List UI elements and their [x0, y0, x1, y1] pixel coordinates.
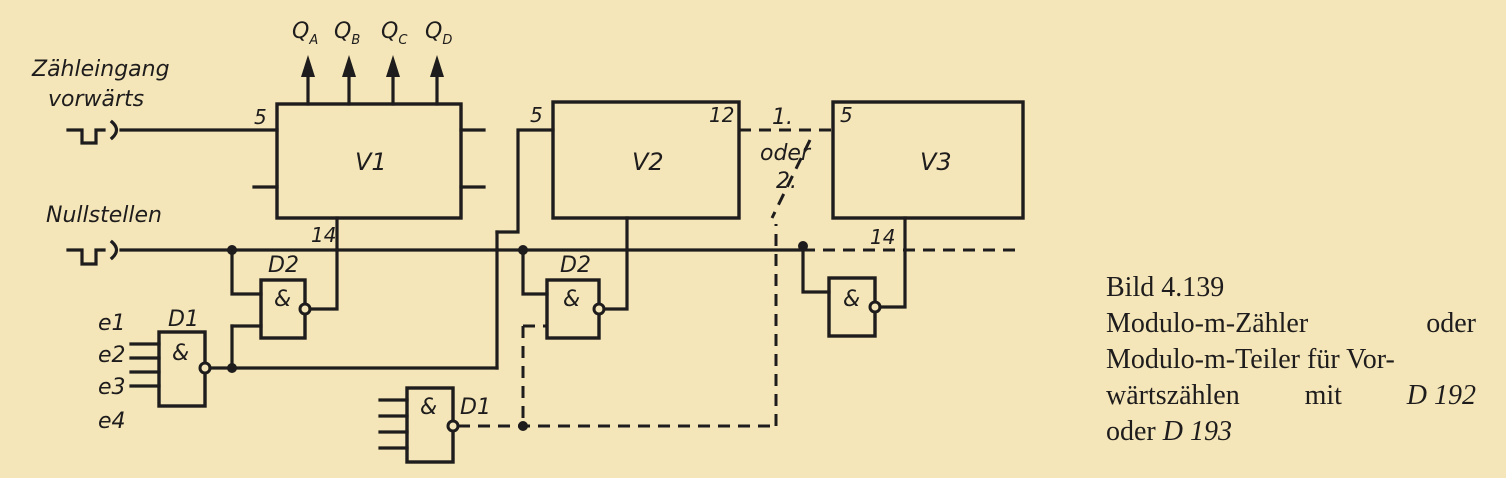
- caption-line4: wärtszählen mit D 192: [1106, 380, 1476, 411]
- v1-pin-5: 5: [254, 105, 267, 129]
- gate-label-d1-bottom: D1: [460, 395, 491, 420]
- and-symbol-d1-bottom: &: [420, 395, 437, 420]
- d1-bottom-output-wire: [458, 224, 778, 428]
- output-label-qd: QD: [425, 19, 452, 48]
- and-symbol-v3: &: [843, 287, 860, 312]
- v1-stub-pins: [252, 128, 486, 252]
- link-option-or: oder: [760, 141, 812, 166]
- v3-gate-wires: [801, 216, 907, 309]
- counter-block-v1: [275, 102, 463, 220]
- v2-pin-5: 5: [530, 103, 543, 127]
- enable-input-e1: e1: [98, 311, 126, 336]
- counter-block-v3: [831, 100, 1025, 220]
- link-option-2: 2.: [776, 169, 797, 194]
- count-input-label-line2: vorwärts: [48, 87, 144, 112]
- figure-caption: Bild 4.139 Modulo-m-Zähler oder Modulo-m…: [1106, 270, 1476, 450]
- count-input-pulse-icon: [66, 119, 279, 145]
- caption-title: Bild 4.139: [1106, 272, 1225, 303]
- output-label-qc: QC: [381, 19, 408, 48]
- counter-block-v2-label: V2: [632, 148, 664, 176]
- output-label-qa: QA: [292, 19, 318, 48]
- and-symbol-d2-middle: &: [563, 287, 580, 312]
- d2-left-wires: [230, 248, 339, 311]
- gate-label-d2-left: D2: [268, 253, 299, 278]
- v3-pin-14: 14: [870, 225, 895, 249]
- caption-line2: Modulo-m-Zähler oder: [1106, 308, 1476, 339]
- d2-middle-wires: [521, 216, 629, 426]
- caption-line3: Modulo-m-Teiler für Vor-: [1106, 344, 1395, 375]
- v1-pin-14: 14: [311, 223, 336, 247]
- counter-block-v1-label: V1: [355, 148, 387, 176]
- enable-input-e4: e4: [98, 409, 126, 434]
- output-label-qb: QB: [334, 19, 360, 48]
- counter-block-v2: [551, 100, 741, 220]
- and-symbol-d1-left: &: [172, 341, 189, 366]
- counter-block-v3-label: V3: [920, 148, 952, 176]
- d1-bottom-inputs: [378, 398, 409, 450]
- and-symbol-d2-left: &: [274, 287, 291, 312]
- gate-label-d2-middle: D2: [560, 253, 591, 278]
- v2-v3-link: [739, 128, 833, 219]
- v3-pin-5: 5: [840, 103, 853, 127]
- d1-left-inputs: [129, 342, 161, 388]
- enable-input-e2: e2: [98, 343, 126, 368]
- output-arrows: [301, 55, 444, 106]
- d1-left-output-wire: [208, 128, 555, 370]
- enable-input-e3: e3: [98, 375, 126, 400]
- reset-label: Nullstellen: [46, 203, 162, 228]
- link-option-1: 1.: [772, 105, 793, 130]
- gate-label-d1-left: D1: [168, 307, 199, 332]
- count-input-label-line1: Zähleingang: [31, 57, 170, 82]
- v2-pin-12: 12: [709, 103, 734, 127]
- caption-line5: oder D 193: [1106, 416, 1232, 447]
